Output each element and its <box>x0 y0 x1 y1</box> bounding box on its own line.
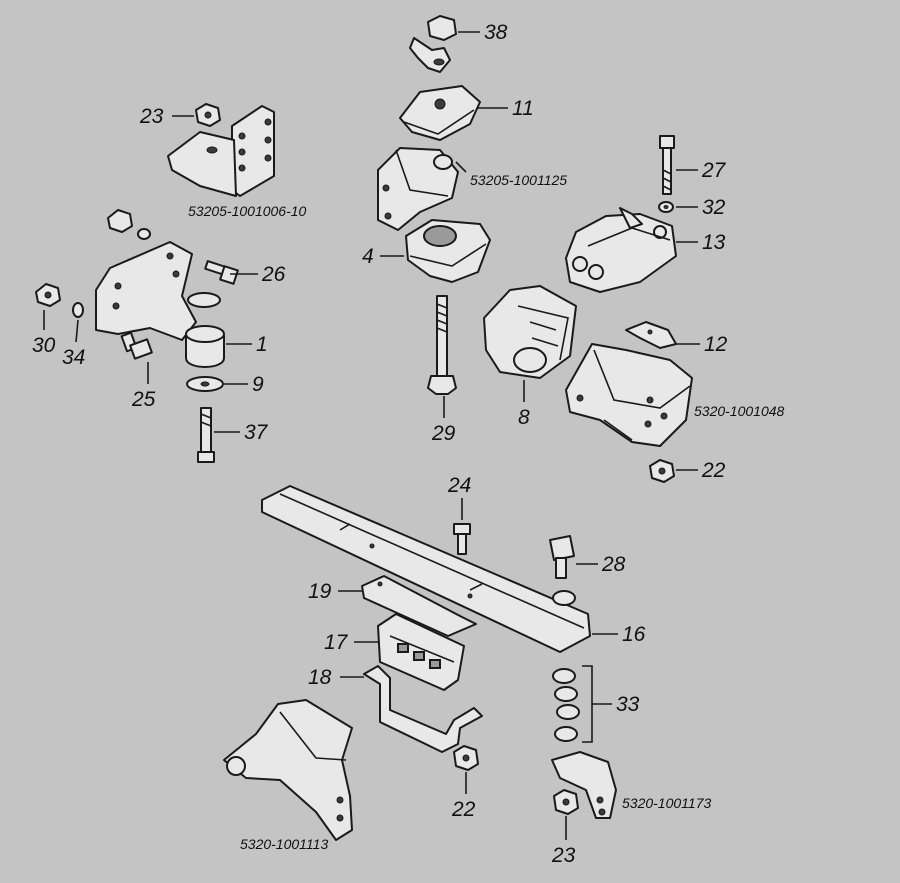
nut-23-upper <box>195 103 221 127</box>
washer-9 <box>186 376 224 392</box>
callout-17: 17 <box>324 631 349 654</box>
callout-23-upper: 23 <box>139 105 164 128</box>
bracket-5320-1001173 <box>551 751 617 819</box>
code-5320-1001173: 5320-1001173 <box>622 795 711 811</box>
crossbeam-16 <box>261 485 591 653</box>
bracket-53205-1001125 <box>377 147 459 231</box>
callout-22-lower: 22 <box>451 798 476 821</box>
callout-25: 25 <box>131 388 156 411</box>
washers-33 <box>552 668 580 742</box>
bracket-53205-1001006-10 <box>167 105 275 197</box>
callout-37: 37 <box>244 421 269 444</box>
washer-32 <box>658 201 674 213</box>
callout-18: 18 <box>308 666 332 689</box>
rubber-mount-4 <box>405 219 491 283</box>
callout-12: 12 <box>704 333 728 356</box>
code-53205-1001006-10: 53205-1001006-10 <box>188 203 307 219</box>
callout-29: 29 <box>431 422 456 445</box>
bolt-27 <box>659 135 675 195</box>
callout-23-lower: 23 <box>551 844 576 867</box>
plate-12 <box>625 321 677 349</box>
strap-18 <box>363 665 483 753</box>
callout-28: 28 <box>601 553 626 576</box>
nut-23-lower <box>553 789 579 815</box>
nut-30 <box>35 283 61 307</box>
callout-13: 13 <box>702 231 726 254</box>
cap-13 <box>565 207 677 293</box>
clamp-8 <box>483 285 577 379</box>
nut-38 <box>409 15 457 73</box>
callout-32: 32 <box>702 196 726 219</box>
callout-24: 24 <box>447 474 471 497</box>
callout-11: 11 <box>512 97 534 120</box>
callout-26: 26 <box>261 263 286 286</box>
bolt-24 <box>453 523 471 555</box>
rubber-block-17 <box>377 613 465 691</box>
callout-34: 34 <box>62 346 85 369</box>
callout-30: 30 <box>32 334 56 357</box>
bolt-25 <box>120 331 153 360</box>
front-bracket <box>95 241 221 341</box>
bracket-5320-1001113 <box>223 699 353 841</box>
plate-19 <box>361 575 477 637</box>
callout-33: 33 <box>616 693 640 716</box>
callout-8: 8 <box>518 406 530 429</box>
bolt-26 <box>204 260 239 285</box>
cushion-pad-11 <box>399 85 481 141</box>
bolt-28 <box>549 535 576 606</box>
callout-16: 16 <box>622 623 646 646</box>
nut-22-lower <box>453 745 479 771</box>
callout-19: 19 <box>308 580 332 603</box>
callout-27: 27 <box>701 159 727 182</box>
code-53205-1001125: 53205-1001125 <box>470 172 567 188</box>
leader-lines <box>43 31 700 840</box>
bolt-29 <box>427 295 457 395</box>
nut-washer-small <box>107 209 151 240</box>
callout-38: 38 <box>484 21 508 44</box>
callout-1: 1 <box>256 333 268 356</box>
callout-9: 9 <box>252 373 264 396</box>
nut-22-upper <box>649 459 675 483</box>
callout-4: 4 <box>362 245 374 268</box>
cushion-1 <box>185 325 225 368</box>
bolt-37 <box>197 407 215 463</box>
support-5320-1001048 <box>565 343 693 447</box>
code-5320-1001048: 5320-1001048 <box>694 403 785 419</box>
washer-34 <box>72 302 84 318</box>
code-5320-1001113: 5320-1001113 <box>240 836 328 852</box>
callout-22-upper: 22 <box>701 459 726 482</box>
